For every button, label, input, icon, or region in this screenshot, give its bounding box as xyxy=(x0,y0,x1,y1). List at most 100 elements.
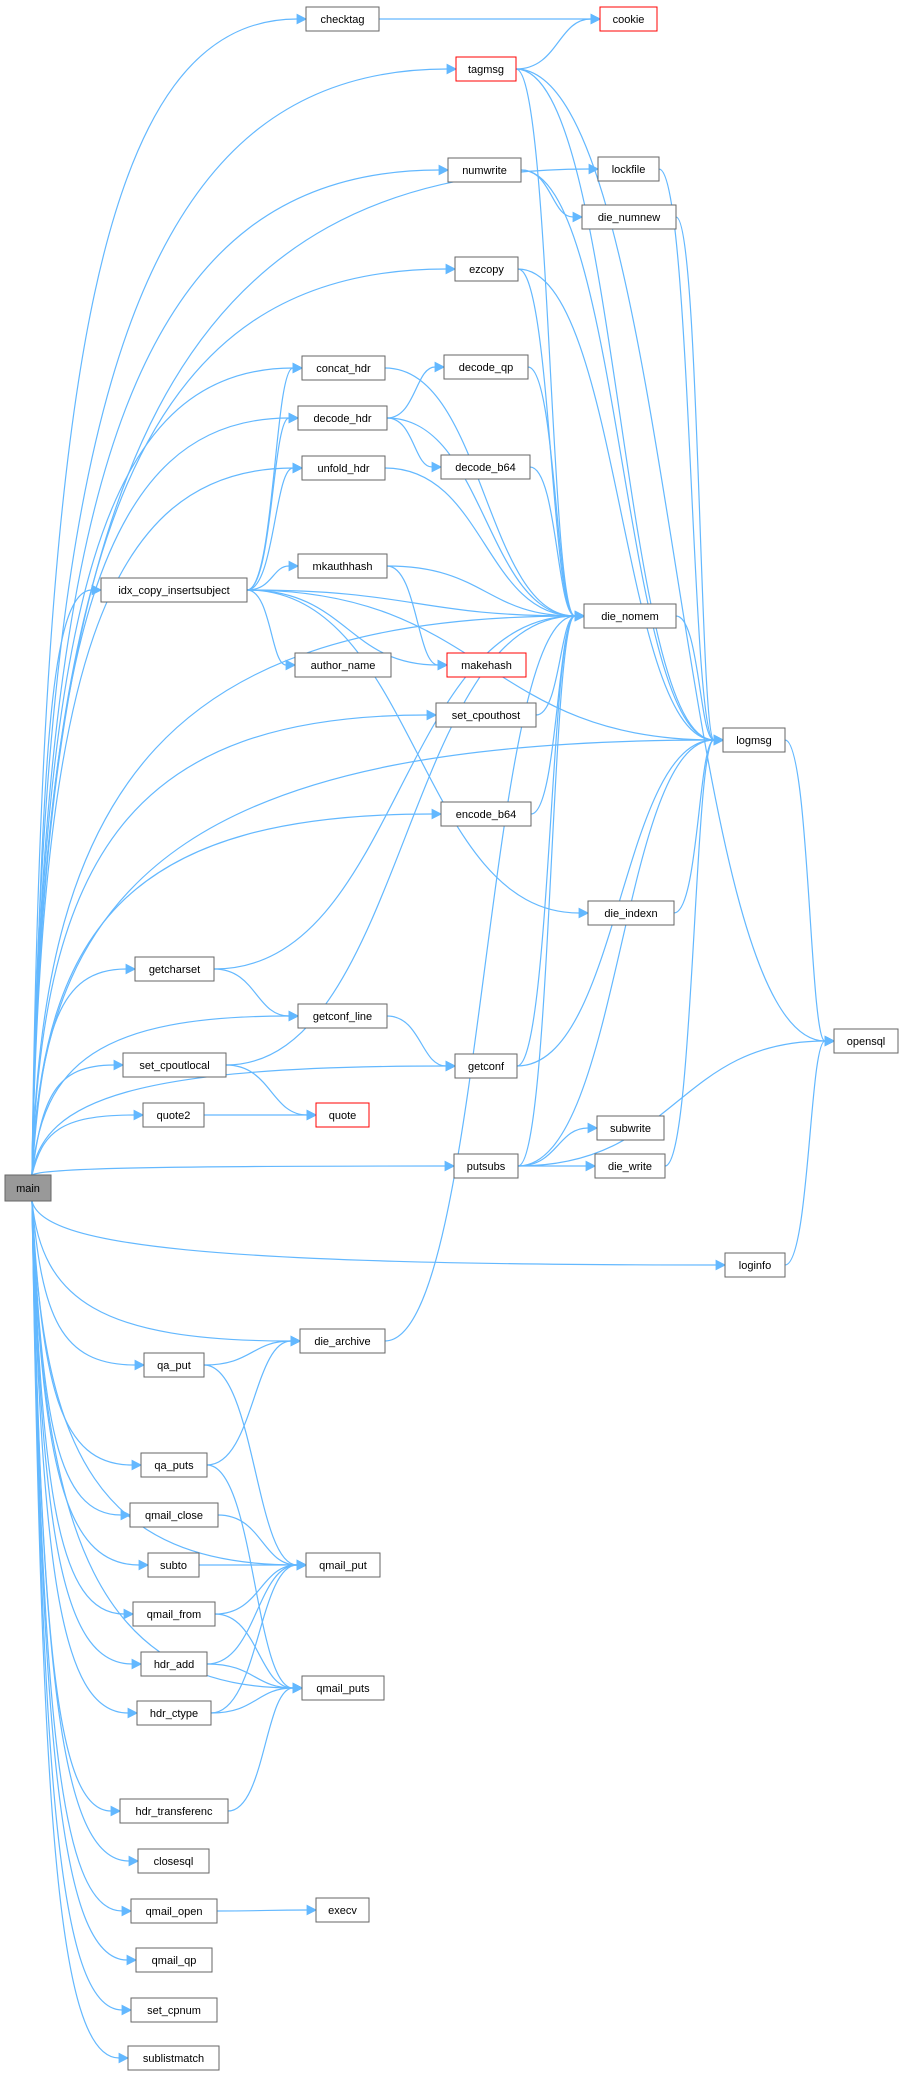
node-quote[interactable]: quote xyxy=(315,1102,370,1128)
node-qmail-put[interactable]: qmail_put xyxy=(305,1552,381,1578)
node-hdr-add[interactable]: hdr_add xyxy=(140,1651,208,1677)
node-makehash[interactable]: makehash xyxy=(446,652,527,678)
node-box xyxy=(440,801,532,827)
node-box xyxy=(455,56,517,82)
node-box xyxy=(454,1053,518,1079)
arrowhead xyxy=(434,361,446,373)
node-box xyxy=(301,1675,385,1701)
arrowhead xyxy=(118,2052,130,2064)
node-die-indexn[interactable]: die_indexn xyxy=(587,900,675,926)
node-loginfo[interactable]: loginfo xyxy=(724,1252,786,1278)
edge-layer xyxy=(31,13,836,2064)
node-qa-puts[interactable]: qa_puts xyxy=(140,1452,208,1478)
edge-die_write-to-logmsg xyxy=(664,734,725,1167)
node-die-write[interactable]: die_write xyxy=(594,1153,666,1179)
node-getcharset[interactable]: getcharset xyxy=(134,956,215,982)
node-putsubs[interactable]: putsubs xyxy=(453,1153,519,1179)
node-numwrite[interactable]: numwrite xyxy=(447,157,522,183)
node-hdr-ctype[interactable]: hdr_ctype xyxy=(136,1700,212,1726)
node-label: subwrite xyxy=(610,1123,651,1135)
node-label: closesql xyxy=(154,1856,194,1868)
node-box xyxy=(294,652,392,678)
edge-main-to-set_cpouthost xyxy=(31,709,438,1176)
node-lockfile[interactable]: lockfile xyxy=(597,156,660,182)
node-set-cpouthost[interactable]: set_cpouthost xyxy=(435,702,537,728)
node-tagmsg[interactable]: tagmsg xyxy=(455,56,517,82)
node-quote2[interactable]: quote2 xyxy=(142,1102,205,1128)
node-ezcopy[interactable]: ezcopy xyxy=(454,256,519,282)
node-sublistmatch[interactable]: sublistmatch xyxy=(127,2045,220,2071)
node-concat-hdr[interactable]: concat_hdr xyxy=(301,355,386,381)
node-qmail-open[interactable]: qmail_open xyxy=(130,1898,218,1924)
edge-main-to-set_cpoutlocal xyxy=(31,1059,125,1176)
node-box xyxy=(297,1003,388,1029)
arrowhead xyxy=(587,1122,599,1134)
node-main[interactable]: main xyxy=(4,1174,52,1202)
node-box xyxy=(4,1174,52,1202)
node-mkauthhash[interactable]: mkauthhash xyxy=(297,553,388,579)
node-box xyxy=(581,204,677,230)
node-decode-qp[interactable]: decode_qp xyxy=(443,354,529,380)
node-execv[interactable]: execv xyxy=(315,1897,370,1923)
node-label: main xyxy=(16,1183,40,1195)
node-die-archive[interactable]: die_archive xyxy=(299,1328,386,1354)
node-box xyxy=(132,1601,216,1627)
node-checktag[interactable]: checktag xyxy=(305,6,380,32)
edge-getcharset-to-getconf_line xyxy=(213,968,300,1022)
node-box xyxy=(435,702,537,728)
arrowhead xyxy=(578,907,590,919)
edge-main-to-getconf xyxy=(31,1060,457,1176)
edge-die_numnew-to-logmsg xyxy=(675,216,725,746)
node-subwrite[interactable]: subwrite xyxy=(596,1115,665,1141)
node-hdr-transferenc[interactable]: hdr_transferenc xyxy=(119,1798,229,1824)
arrowhead xyxy=(590,13,602,25)
node-die-numnew[interactable]: die_numnew xyxy=(581,204,677,230)
node-qmail-puts[interactable]: qmail_puts xyxy=(301,1675,385,1701)
arrowhead xyxy=(444,1160,456,1172)
node-qa-put[interactable]: qa_put xyxy=(143,1352,205,1378)
node-box xyxy=(453,1153,519,1179)
arrowhead xyxy=(437,659,449,671)
node-closesql[interactable]: closesql xyxy=(137,1848,210,1874)
edge-main-to-idx_copy_insertsubject xyxy=(31,584,103,1176)
node-decode-b64[interactable]: decode_b64 xyxy=(440,454,531,480)
node-cookie[interactable]: cookie xyxy=(599,6,658,32)
arrowhead xyxy=(296,13,308,25)
node-label: set_cpouthost xyxy=(452,710,521,722)
node-getconf-line[interactable]: getconf_line xyxy=(297,1003,388,1029)
node-box xyxy=(305,6,380,32)
node-author-name[interactable]: author_name xyxy=(294,652,392,678)
node-box xyxy=(305,1552,381,1578)
edge-mkauthhash-to-makehash xyxy=(386,565,449,671)
node-subto[interactable]: subto xyxy=(147,1552,200,1578)
node-label: die_numnew xyxy=(598,212,660,224)
node-die-nomem[interactable]: die_nomem xyxy=(583,603,677,629)
node-box xyxy=(587,900,675,926)
node-box xyxy=(134,956,215,982)
node-logmsg[interactable]: logmsg xyxy=(722,727,786,753)
node-box xyxy=(122,1052,227,1078)
node-qmail-close[interactable]: qmail_close xyxy=(129,1502,219,1528)
node-layer: main checktag cookie tagmsg lockfile numwrite… xyxy=(4,6,899,2071)
node-qmail-qp[interactable]: qmail_qp xyxy=(135,1947,213,1973)
edge-main-to-encode_b64 xyxy=(31,808,443,1176)
node-label: author_name xyxy=(311,660,376,672)
node-box xyxy=(130,1997,218,2023)
edge-main-to-getcharset xyxy=(31,963,137,1176)
edge-main-to-quote2 xyxy=(31,1109,145,1176)
node-unfold-hdr[interactable]: unfold_hdr xyxy=(301,455,386,481)
node-box xyxy=(297,405,388,431)
node-set-cpoutlocal[interactable]: set_cpoutlocal xyxy=(122,1052,227,1078)
edge-loginfo-to-opensql xyxy=(784,1035,836,1266)
node-opensql[interactable]: opensql xyxy=(833,1028,899,1054)
node-set-cpnum[interactable]: set_cpnum xyxy=(130,1997,218,2023)
node-idx-copy-insertsubject[interactable]: idx_copy_insertsubject xyxy=(100,577,248,603)
node-qmail-from[interactable]: qmail_from xyxy=(132,1601,216,1627)
node-encode-b64[interactable]: encode_b64 xyxy=(440,801,532,827)
edge-set_cpoutlocal-to-die_nomem xyxy=(225,610,586,1066)
arrowhead xyxy=(431,461,443,473)
arrowhead xyxy=(138,1559,150,1571)
node-getconf[interactable]: getconf xyxy=(454,1053,518,1079)
node-decode-hdr[interactable]: decode_hdr xyxy=(297,405,388,431)
node-box xyxy=(722,727,786,753)
